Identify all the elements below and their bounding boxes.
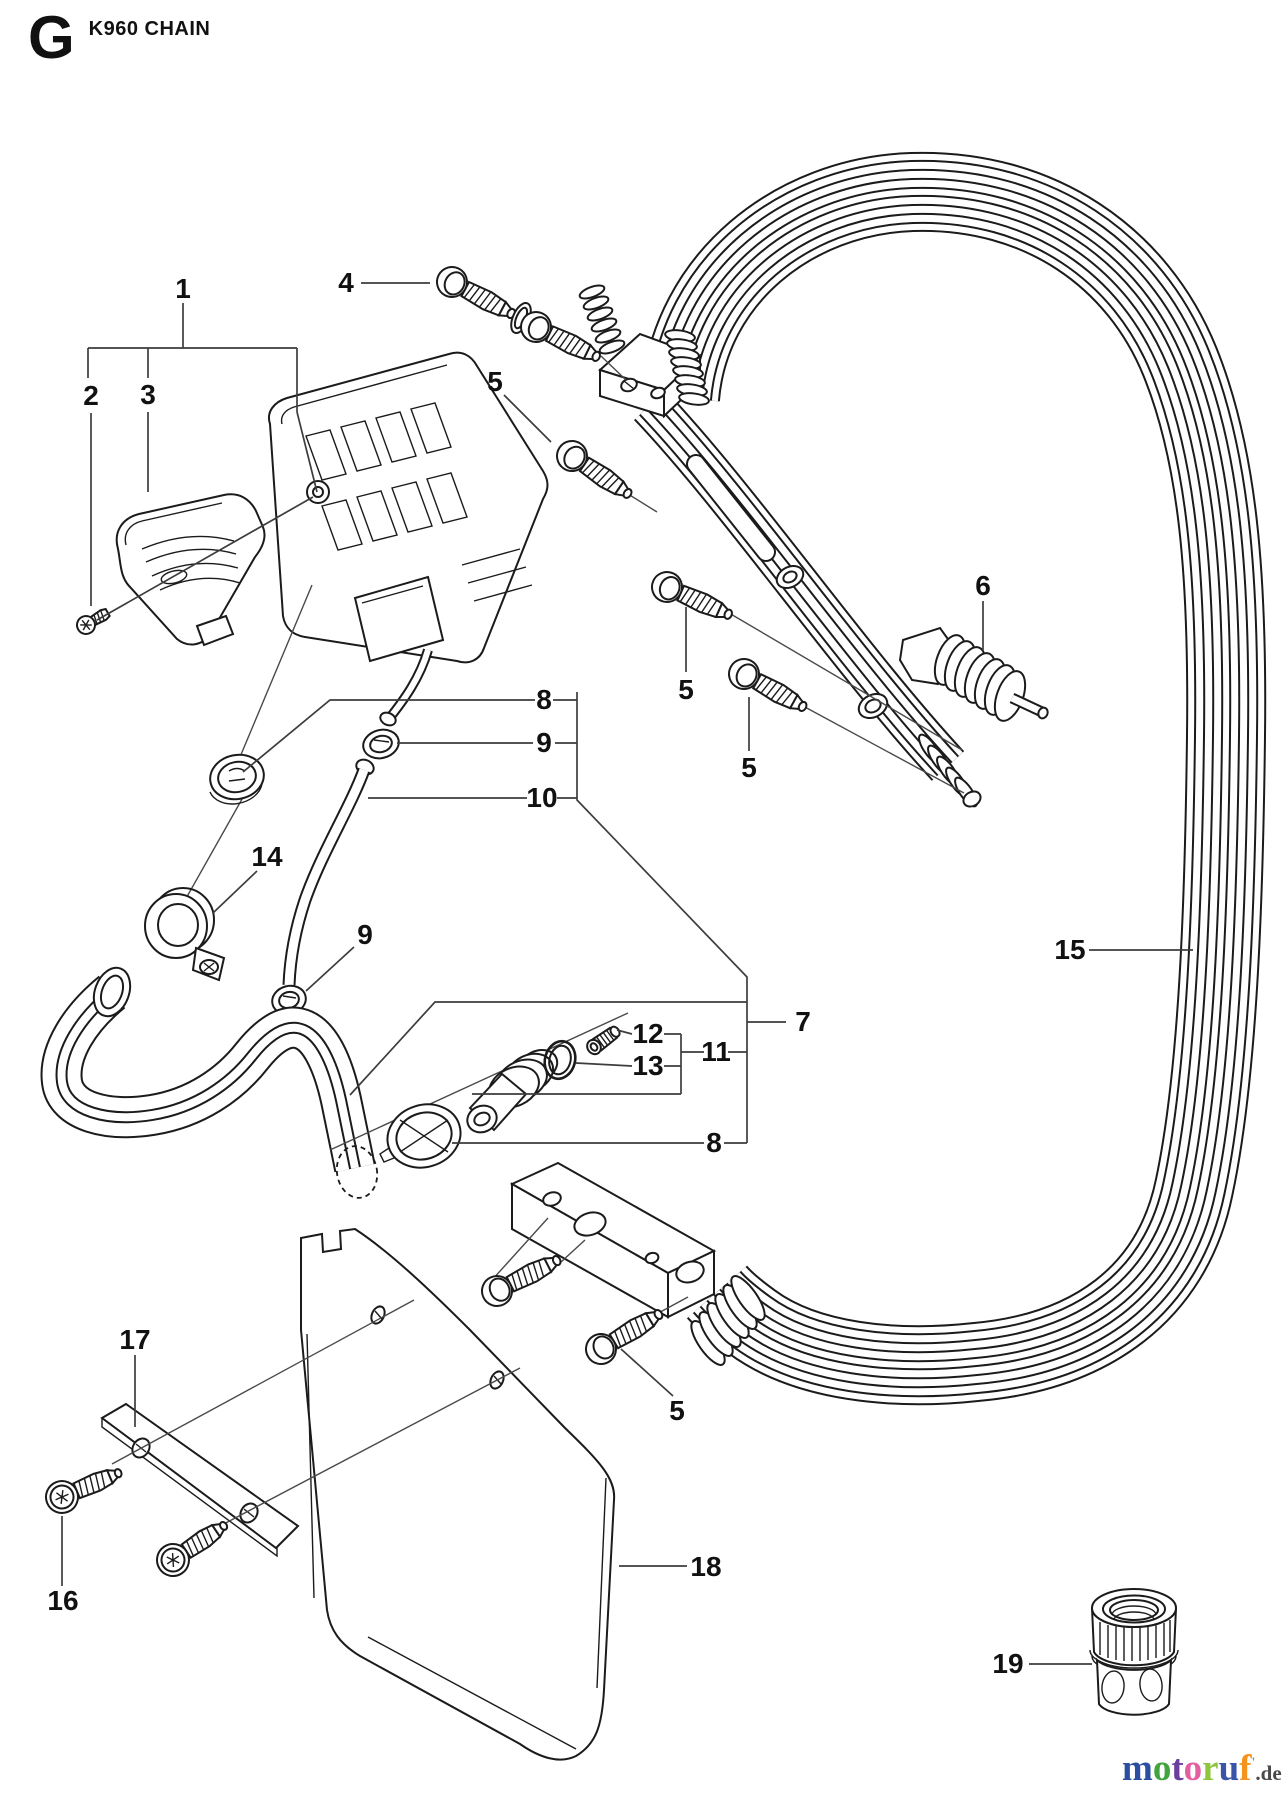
callout-1[interactable]: 1: [175, 273, 191, 304]
vent-hose-10-drawing: [282, 758, 375, 986]
motoruf-watermark-link[interactable]: motoruf'.de: [1122, 1750, 1282, 1787]
callout-13[interactable]: 13: [632, 1050, 664, 1081]
handle-clamp-block-drawing: [578, 284, 710, 419]
water-coupling-drawing: [1089, 1588, 1179, 1716]
screw-5-bar-a: [475, 1244, 568, 1313]
section-letter: G: [28, 4, 75, 71]
screw-axis-lines-bottom-left: [111, 1299, 521, 1527]
vent-grommet-9-upper-drawing: [362, 728, 400, 760]
o-ring-drawing: [543, 1039, 577, 1081]
screw-5a-drawing: [550, 434, 640, 509]
air-filter-cover-drawing: [268, 351, 549, 664]
page-title: K960 CHAIN: [88, 18, 211, 40]
diagram-header: G K960 CHAIN: [28, 8, 210, 68]
callout-9b[interactable]: 9: [357, 919, 373, 950]
valve-screw-drawing: [583, 1022, 624, 1058]
callout-4[interactable]: 4: [338, 267, 354, 298]
screw-5-bar-b: [579, 1298, 671, 1371]
callout-6[interactable]: 6: [975, 570, 991, 601]
cover-screw-drawing: [72, 603, 114, 639]
fuel-pipe-drawing: [40, 966, 379, 1199]
callout-5d[interactable]: 5: [669, 1395, 685, 1426]
handle-tube-rib-drawing: [690, 1275, 766, 1366]
leader-lines: [61, 282, 1193, 1665]
callout-12[interactable]: 12: [632, 1018, 664, 1049]
handle-strut-drawing: [634, 389, 982, 808]
callout-3[interactable]: 3: [140, 379, 156, 410]
tension-spring-drawing: [898, 626, 1049, 722]
hose-clamp-drawing: [144, 887, 226, 982]
support-bar-drawing: [509, 1161, 717, 1319]
callout-11[interactable]: 11: [701, 1036, 731, 1067]
vent-hose-upper-drawing: [379, 648, 433, 727]
callout-8b[interactable]: 8: [706, 1127, 722, 1158]
fuel-valve-grommet-drawing: [379, 1103, 462, 1169]
torx-screw-16a: [40, 1456, 129, 1519]
callout-15[interactable]: 15: [1054, 934, 1086, 965]
callout-14[interactable]: 14: [251, 841, 283, 872]
callout-5a[interactable]: 5: [487, 366, 503, 397]
callout-16[interactable]: 16: [47, 1585, 79, 1616]
callout-18[interactable]: 18: [690, 1551, 722, 1582]
callout-5b[interactable]: 5: [678, 674, 694, 705]
callout-8a[interactable]: 8: [536, 684, 552, 715]
callout-5c[interactable]: 5: [741, 752, 757, 783]
motoruf-logo-text: motoruf: [1122, 1748, 1252, 1789]
screw-5c-drawing: [722, 652, 814, 723]
callout-7[interactable]: 7: [795, 1006, 811, 1037]
callout-10[interactable]: 10: [526, 782, 558, 813]
logo-domain-suffix: .de: [1255, 1761, 1282, 1785]
logo-tick: ': [1251, 1755, 1256, 1771]
fuel-valve-body-drawing: [466, 1048, 559, 1134]
callout-2[interactable]: 2: [83, 380, 99, 411]
torx-screw-16b: [149, 1509, 237, 1584]
cylinder-cover-drawing: [115, 493, 266, 647]
screw-4-drawing: [430, 260, 523, 330]
screw-5b-drawing: [646, 566, 739, 631]
callout-9a[interactable]: 9: [536, 727, 552, 758]
valve-axis-line: [329, 1012, 629, 1151]
handle-bow-drawing: [640, 151, 1267, 1406]
callout-17[interactable]: 17: [119, 1324, 151, 1355]
chain-guard-plate-drawing: [300, 1227, 616, 1761]
callout-19[interactable]: 19: [992, 1648, 1024, 1679]
